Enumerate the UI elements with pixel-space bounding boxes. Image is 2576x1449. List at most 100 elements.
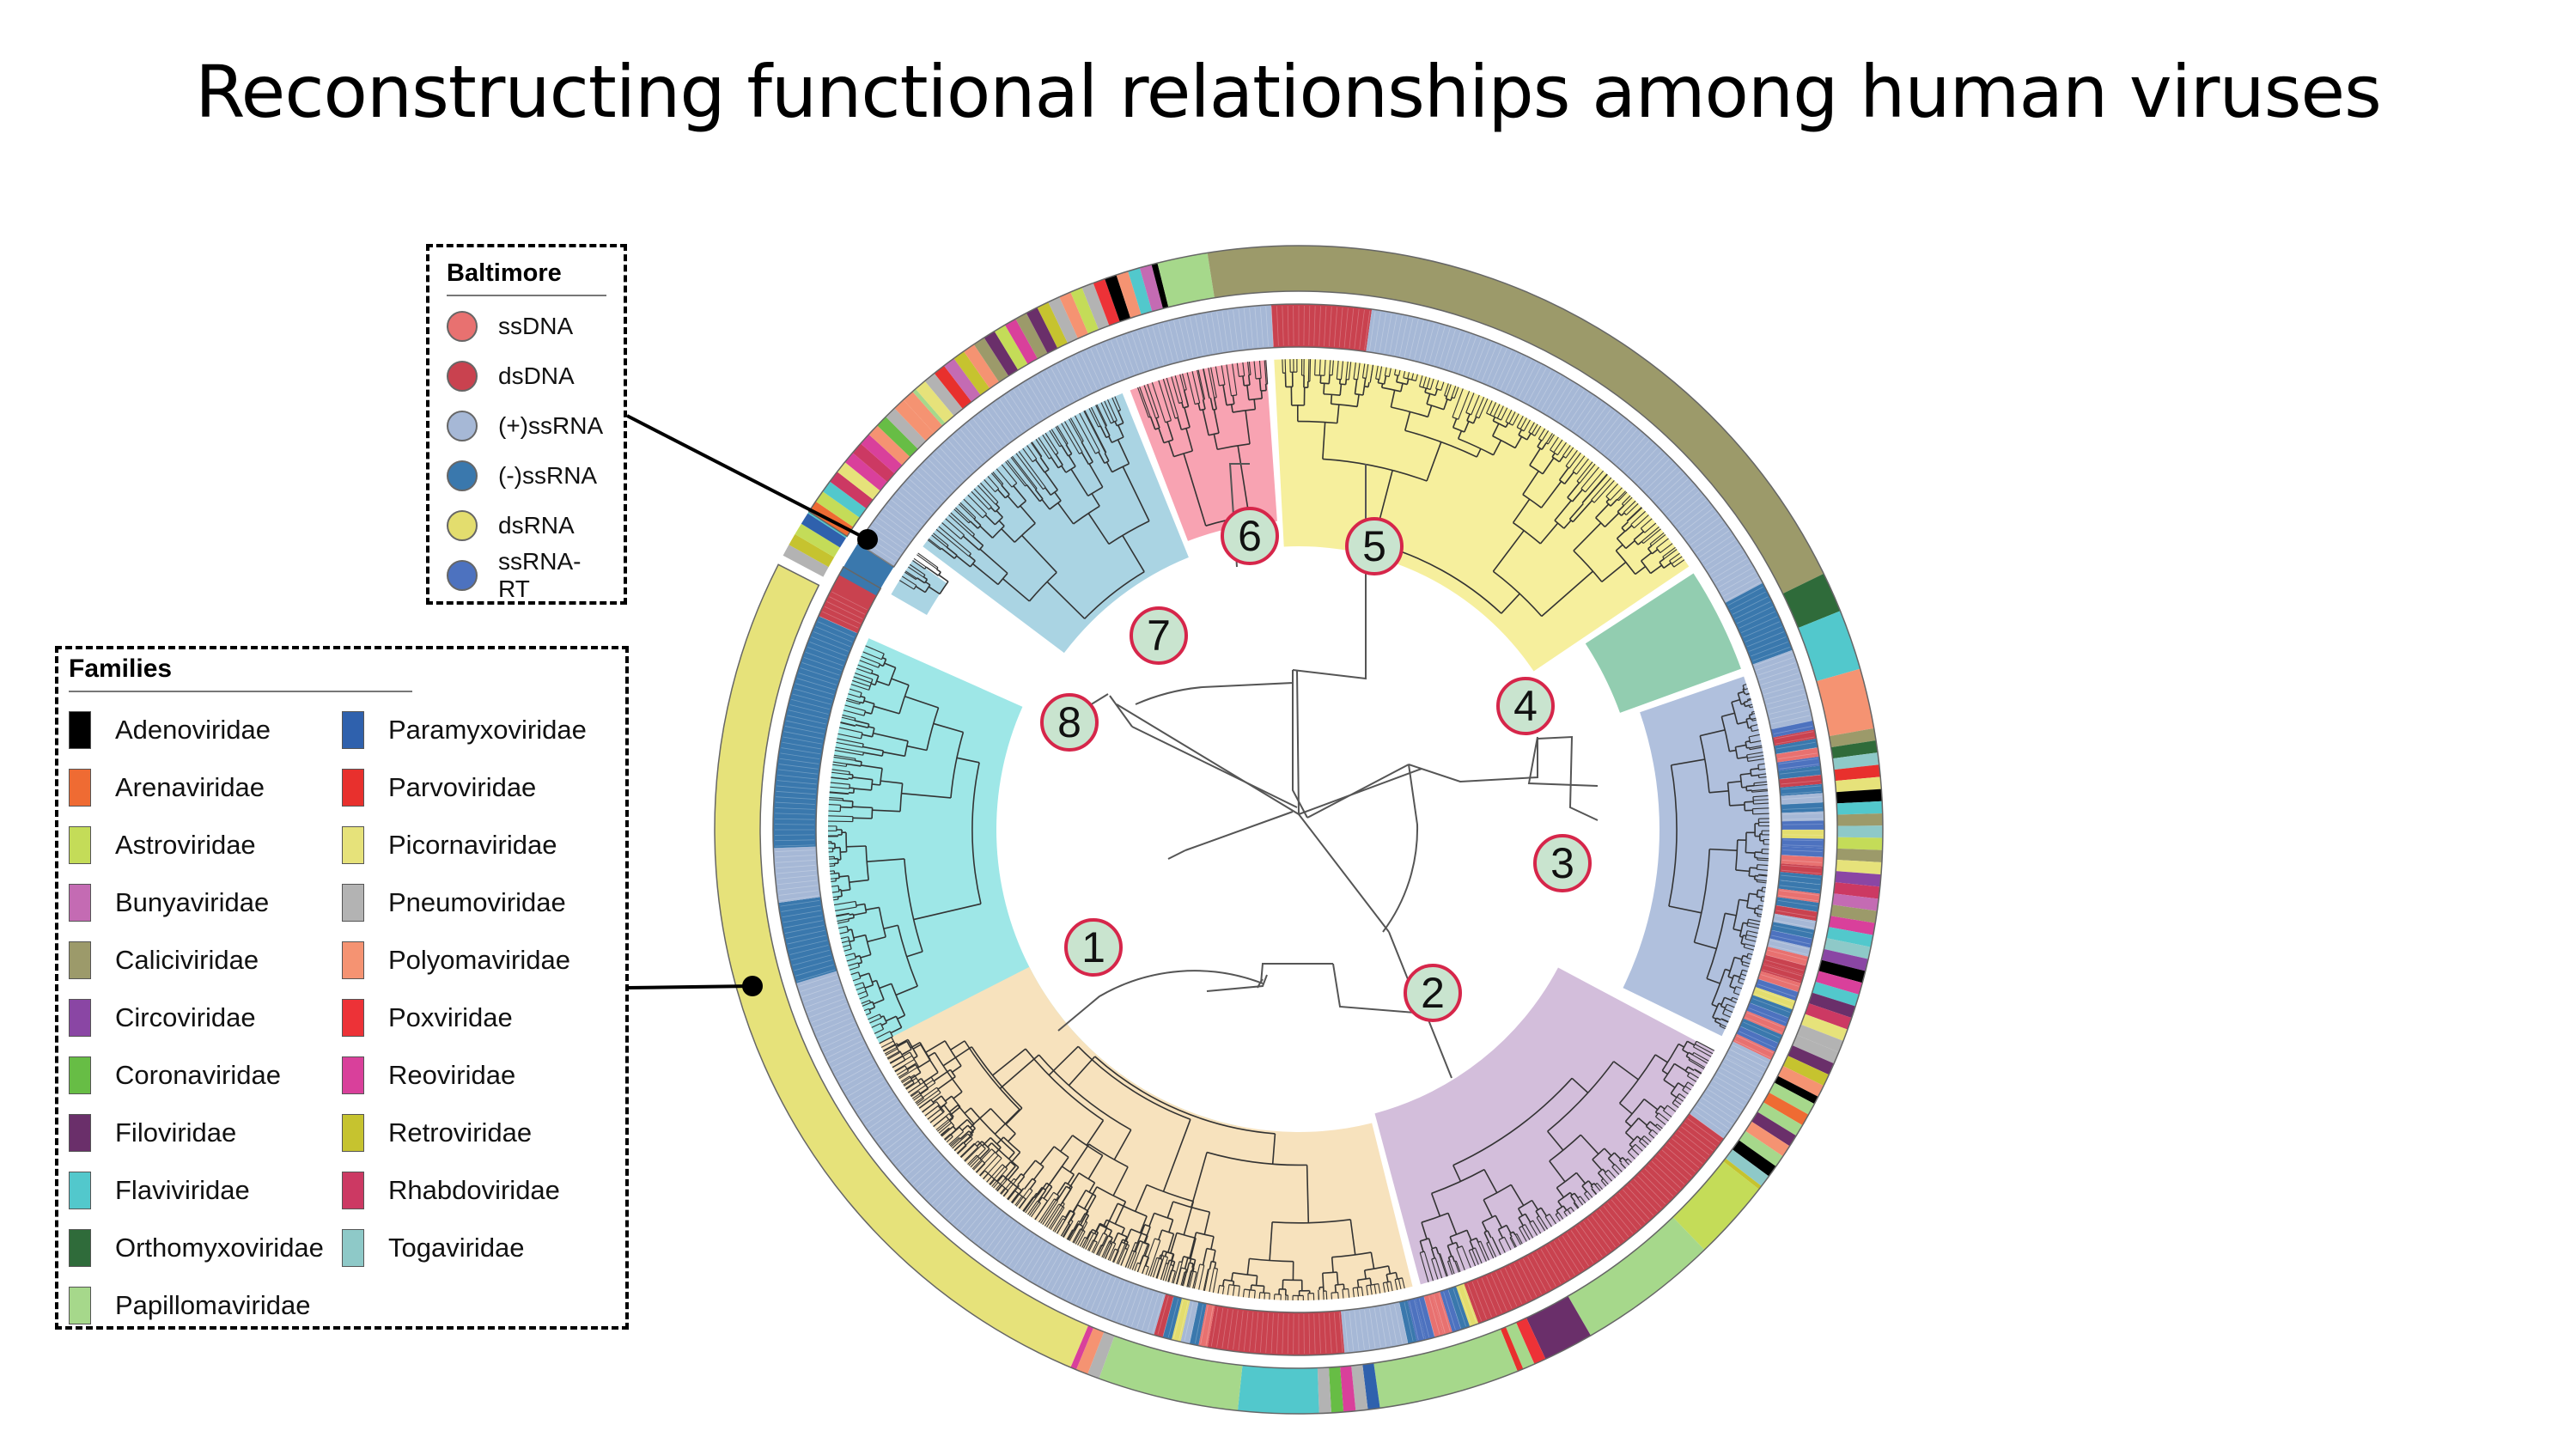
- ring-texture: [1136, 1290, 1150, 1329]
- tree-branch: [1213, 434, 1218, 450]
- tree-branch: [1685, 1056, 1690, 1059]
- tree-leaf-branch: [1082, 1239, 1089, 1249]
- tree-leaf-branch: [1618, 491, 1628, 502]
- ring-texture: [809, 1002, 847, 1018]
- ring-texture: [1414, 1300, 1424, 1339]
- tree-branch: [991, 1148, 1002, 1160]
- tree-leaf-branch: [1378, 1283, 1381, 1294]
- family-ring-segment: [1812, 982, 1860, 1007]
- tree-branch: [1663, 1079, 1676, 1088]
- ring-texture: [1734, 1040, 1771, 1058]
- ring-texture: [1687, 516, 1720, 542]
- tree-branch: [1385, 374, 1390, 378]
- tree-leaf-branch: [832, 761, 847, 764]
- tree-leaf-branch: [979, 1170, 986, 1177]
- tree-leaf-branch: [1087, 1239, 1094, 1251]
- baltimore-ring-segment: [1779, 783, 1824, 796]
- ring-texture: [1570, 396, 1594, 429]
- tree-branch: [1199, 1263, 1204, 1266]
- family-ring-segment: [1745, 1121, 1790, 1157]
- ring-texture: [1743, 621, 1780, 638]
- ring-texture: [1574, 399, 1599, 433]
- tree-leaf-branch: [1493, 404, 1501, 417]
- cluster-badge-circle: [1064, 918, 1123, 977]
- tree-branch: [1174, 417, 1178, 419]
- family-swatch: [69, 998, 91, 1037]
- ring-texture: [1216, 1307, 1224, 1348]
- tree-branch: [1155, 417, 1160, 419]
- tree-branch: [883, 924, 898, 929]
- tree-branch: [872, 979, 877, 983]
- tree-branch: [1752, 796, 1755, 805]
- tree-branch: [1600, 1178, 1604, 1181]
- tree-branch: [1184, 407, 1191, 428]
- tree-leaf-branch: [927, 1108, 942, 1120]
- tree-leaf-branch: [1486, 1243, 1495, 1259]
- tree-branch: [1687, 1066, 1695, 1071]
- ring-texture: [1409, 1301, 1419, 1340]
- tree-branch: [1366, 1282, 1379, 1287]
- tree-branch: [868, 726, 875, 729]
- ring-texture: [782, 741, 821, 750]
- ring-texture: [1759, 667, 1798, 681]
- tree-branch: [1184, 389, 1187, 392]
- tree-leaf-branch: [1758, 776, 1767, 779]
- baltimore-ring-segment: [1760, 962, 1805, 983]
- tree-branch: [962, 535, 980, 551]
- ring-texture: [1658, 478, 1689, 506]
- tree-branch: [1026, 484, 1041, 502]
- ring-texture: [1536, 1251, 1556, 1287]
- tree-branch: [1576, 480, 1580, 484]
- ring-texture: [959, 1199, 987, 1231]
- tree-leaf-branch: [1011, 455, 1038, 490]
- tree-branch: [1213, 397, 1218, 410]
- cluster-badge-circle: [1533, 834, 1592, 892]
- ring-texture: [784, 726, 825, 734]
- ring-texture: [1713, 1080, 1747, 1102]
- ring-texture: [1070, 1265, 1088, 1302]
- ring-texture: [1080, 1269, 1098, 1306]
- ring-texture: [868, 1105, 902, 1129]
- tree-leaf-branch: [1455, 1260, 1461, 1272]
- ring-texture: [775, 839, 815, 842]
- tree-leaf-branch: [948, 514, 973, 537]
- tree-leaf-branch: [843, 944, 851, 947]
- tree-leaf-branch: [1532, 1220, 1542, 1234]
- ring-texture: [1752, 646, 1790, 661]
- baltimore-ring-segment: [1764, 946, 1809, 966]
- tree-branch: [936, 1087, 941, 1093]
- legend-connectors: [626, 414, 878, 996]
- tree-branch: [904, 858, 923, 953]
- ring-texture: [1513, 1263, 1532, 1300]
- tree-branch: [1260, 390, 1264, 399]
- tree-branch: [1740, 942, 1745, 946]
- tree-leaf-branch: [1461, 1245, 1471, 1269]
- tree-leaf-branch: [1394, 1279, 1398, 1290]
- cluster-badge-label: 8: [1057, 698, 1081, 746]
- tree-leaf-branch: [953, 508, 970, 524]
- tree-leaf-branch: [1097, 1234, 1108, 1256]
- tree-branch: [1149, 416, 1156, 430]
- tree-branch: [899, 783, 904, 812]
- tree-branch: [848, 777, 853, 780]
- tree-leaf-branch: [1751, 710, 1755, 713]
- family-ring-segment: [1832, 752, 1879, 770]
- tree-branch: [1124, 1241, 1129, 1249]
- tree-branch: [1457, 430, 1463, 440]
- family-ring-segment: [1815, 971, 1863, 995]
- tree-leaf-branch: [1031, 441, 1043, 457]
- tree-branch: [867, 936, 886, 943]
- baltimore-ring-segment: [1415, 1295, 1435, 1340]
- tree-branch: [964, 1040, 1020, 1111]
- ring-texture: [803, 657, 842, 671]
- ring-texture: [1447, 331, 1461, 369]
- tree-leaf-branch: [1052, 1215, 1063, 1232]
- tree-leaf-branch: [1528, 422, 1535, 433]
- tree-leaf-branch: [1049, 429, 1061, 447]
- tree-branch: [1065, 444, 1073, 454]
- tree-leaf-branch: [1203, 368, 1210, 399]
- tree-leaf-branch: [1038, 1198, 1055, 1223]
- tree-branch: [1181, 1267, 1187, 1270]
- baltimore-swatch: [447, 510, 478, 541]
- tree-leaf-branch: [1187, 1267, 1194, 1288]
